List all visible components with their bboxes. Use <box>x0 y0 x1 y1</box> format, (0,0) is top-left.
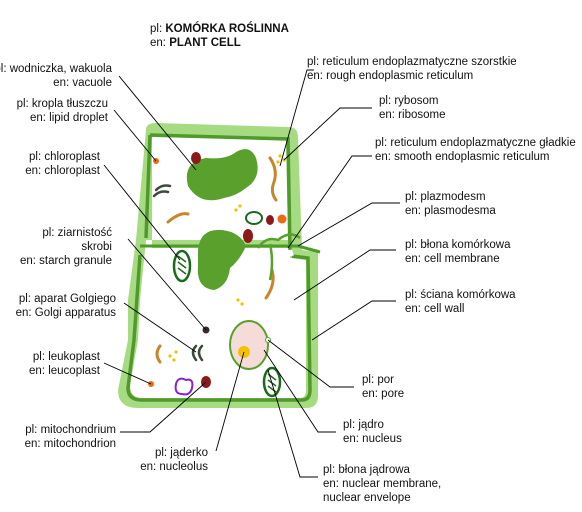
wall-gap <box>288 249 294 257</box>
vacuole-upper <box>186 149 258 201</box>
title-en: en: PLANT CELL <box>150 37 241 49</box>
nucleus <box>229 320 269 370</box>
smooth-er <box>256 233 301 281</box>
ribosomes <box>168 154 286 362</box>
golgi-apparatus <box>152 184 204 362</box>
leader-lines <box>103 69 400 478</box>
title-pl: pl: KOMÓRKA ROŚLINNA <box>150 23 289 35</box>
chloroplast-1 <box>172 249 192 283</box>
label-rough-er: pl: reticulum endoplazmatyczne szorstkie… <box>307 56 517 82</box>
vacuole-lower <box>197 229 246 290</box>
leucoplast <box>174 377 194 396</box>
chloroplast-3 <box>245 211 263 225</box>
